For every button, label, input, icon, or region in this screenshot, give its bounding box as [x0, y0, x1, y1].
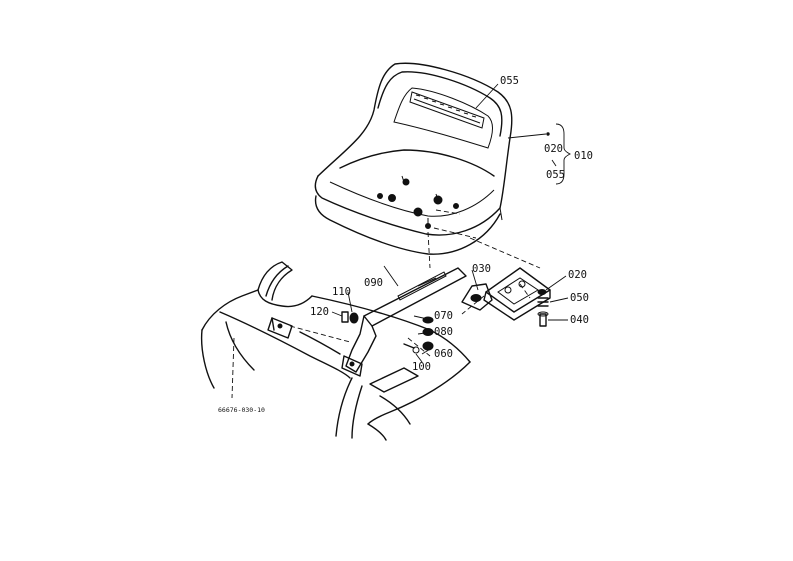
- label-050: 050: [570, 292, 589, 304]
- lower-bracket: [483, 267, 551, 321]
- label-070: 070: [434, 310, 453, 322]
- seat-rail: [345, 267, 467, 373]
- label-090: 090: [364, 277, 383, 289]
- rubber-mount: [461, 283, 493, 311]
- label-040: 040: [570, 314, 589, 326]
- small-bolts: [341, 311, 420, 354]
- label-100: 100: [412, 361, 431, 373]
- drawing-id: 66676-030-10: [218, 406, 265, 414]
- seat: [314, 62, 513, 255]
- label-120: 120: [310, 306, 329, 318]
- label-010: 010: [574, 150, 593, 162]
- label-110: 110: [332, 286, 351, 298]
- tractor-body: [200, 261, 471, 441]
- label-060: 060: [434, 348, 453, 360]
- label-080: 080: [434, 326, 453, 338]
- label-020-top: 020: [544, 143, 563, 155]
- spring-bolt-stack: [537, 289, 549, 327]
- leader-lines: [331, 83, 572, 363]
- label-030: 030: [472, 263, 491, 275]
- label-020-bracket: 020: [568, 269, 587, 281]
- label-055-seat: 055: [500, 75, 519, 87]
- seat-bolts: [377, 175, 459, 229]
- label-055-lower: 055: [546, 169, 565, 181]
- callout-labels: 055 020 010 055 030 020 090 110 120 050 …: [218, 75, 593, 414]
- brand-plate: [409, 91, 485, 129]
